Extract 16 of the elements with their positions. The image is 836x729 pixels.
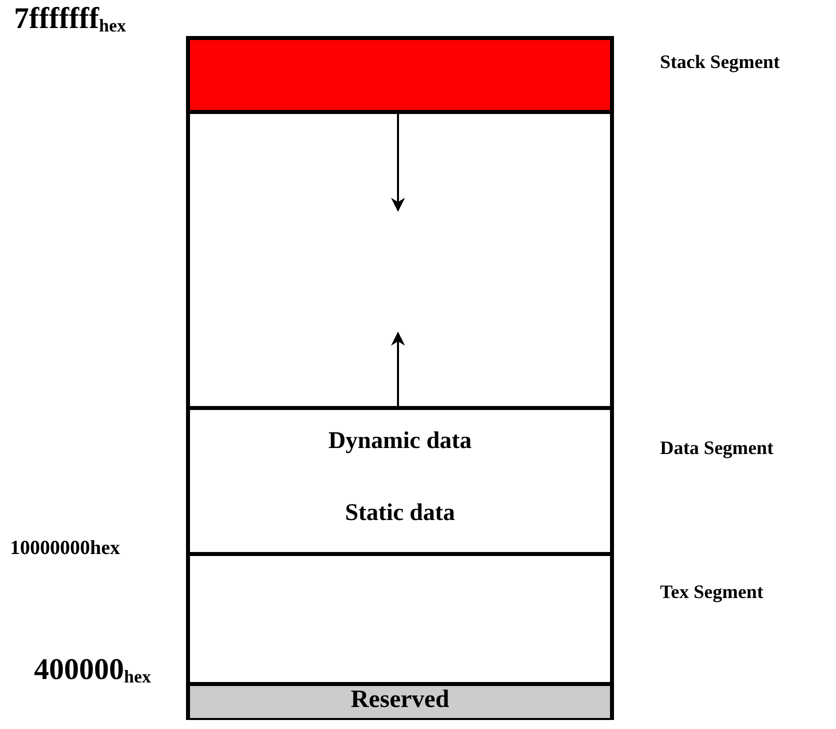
arrow (391, 114, 405, 212)
arrow (391, 332, 405, 406)
dynamic-data-text: Dynamic data (327, 428, 473, 455)
static-data-text: Static data (344, 500, 456, 527)
text-segment-block (186, 552, 614, 682)
segment-label: Tex Segment (660, 582, 764, 604)
address-label: 7fffffff$_{hex}$ (14, 4, 126, 35)
free-memory-block (186, 114, 614, 406)
address-label: 10000000hex (10, 538, 120, 558)
segment-label: Data Segment (660, 438, 774, 460)
segment-label: Stack Segment (660, 52, 780, 74)
data-segment-block (186, 406, 614, 552)
reserved-block (186, 682, 614, 720)
address-label: 400000$_{hex}$ (34, 655, 151, 686)
stack-segment-block (186, 36, 614, 114)
reserved-text: Reserved (350, 686, 450, 714)
